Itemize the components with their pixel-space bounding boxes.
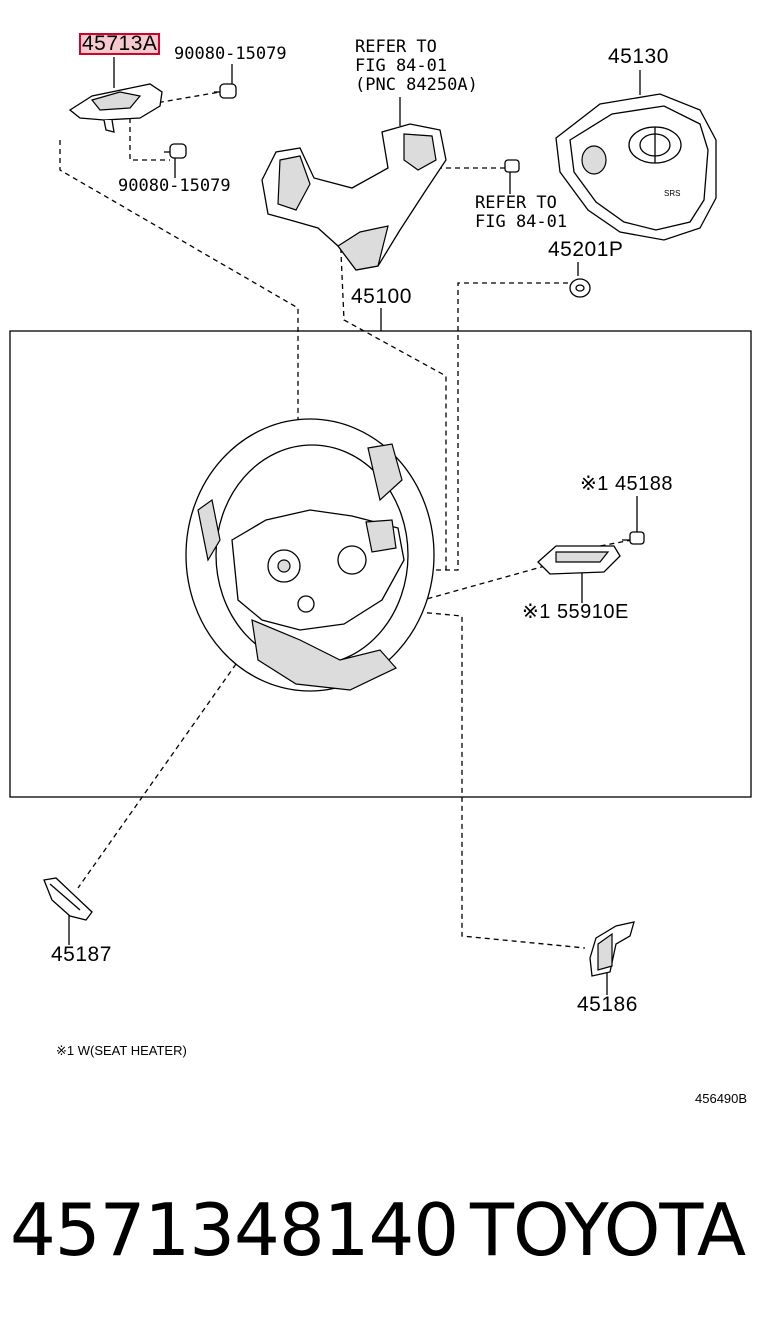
screw-45188 (622, 531, 645, 545)
airbag-45130: SRS (555, 93, 717, 241)
seat-heater-note: ※1 W(SEAT HEATER) (56, 1043, 187, 1058)
dash-bolt-top (149, 91, 221, 105)
label-90080-top[interactable]: 90080-15079 (174, 44, 287, 64)
label-refer1-line3: (PNC 84250A) (355, 75, 478, 95)
label-45188[interactable]: ※1 45188 (580, 473, 674, 495)
dash-45187 (77, 663, 237, 889)
label-45186[interactable]: 45186 (577, 993, 638, 1016)
heater-module-55910e (537, 545, 621, 575)
label-45130[interactable]: 45130 (608, 45, 669, 68)
srs-mark: SRS (664, 189, 680, 198)
footer-part-number: 4571348140 (10, 1188, 459, 1272)
cover-45713a (68, 83, 163, 133)
dash-switch-to-wheel (339, 229, 447, 570)
dash-55910e (379, 565, 546, 613)
screw-84-01 (504, 159, 520, 173)
label-refer2-line1: REFER TO (475, 193, 557, 213)
label-45187[interactable]: 45187 (51, 943, 112, 966)
cover-45187 (43, 877, 93, 921)
bolt-90080-top (214, 83, 237, 99)
label-refer2-line2: FIG 84-01 (475, 212, 568, 232)
label-refer1-line1: REFER TO (355, 37, 437, 57)
label-45713a[interactable]: 45713A (78, 32, 161, 55)
cover-45186 (589, 921, 635, 977)
footer-brand: TOYOTA (470, 1188, 746, 1272)
dash-45186 (417, 611, 586, 949)
bolt-90080-bottom (164, 143, 187, 159)
label-55910e[interactable]: ※1 55910E (522, 601, 629, 623)
steering-wheel-45100 (185, 418, 435, 692)
label-refer1-line2: FIG 84-01 (355, 56, 448, 76)
dash-bolt-bottom (129, 118, 170, 161)
steering-switch-assembly (261, 123, 447, 271)
dash-45188 (599, 539, 633, 547)
label-90080-bottom[interactable]: 90080-15079 (118, 176, 231, 196)
label-45100[interactable]: 45100 (351, 285, 412, 308)
label-45201p[interactable]: 45201P (548, 238, 624, 261)
diagram-code: 456490B (695, 1091, 748, 1106)
nut-45201p (569, 278, 591, 298)
